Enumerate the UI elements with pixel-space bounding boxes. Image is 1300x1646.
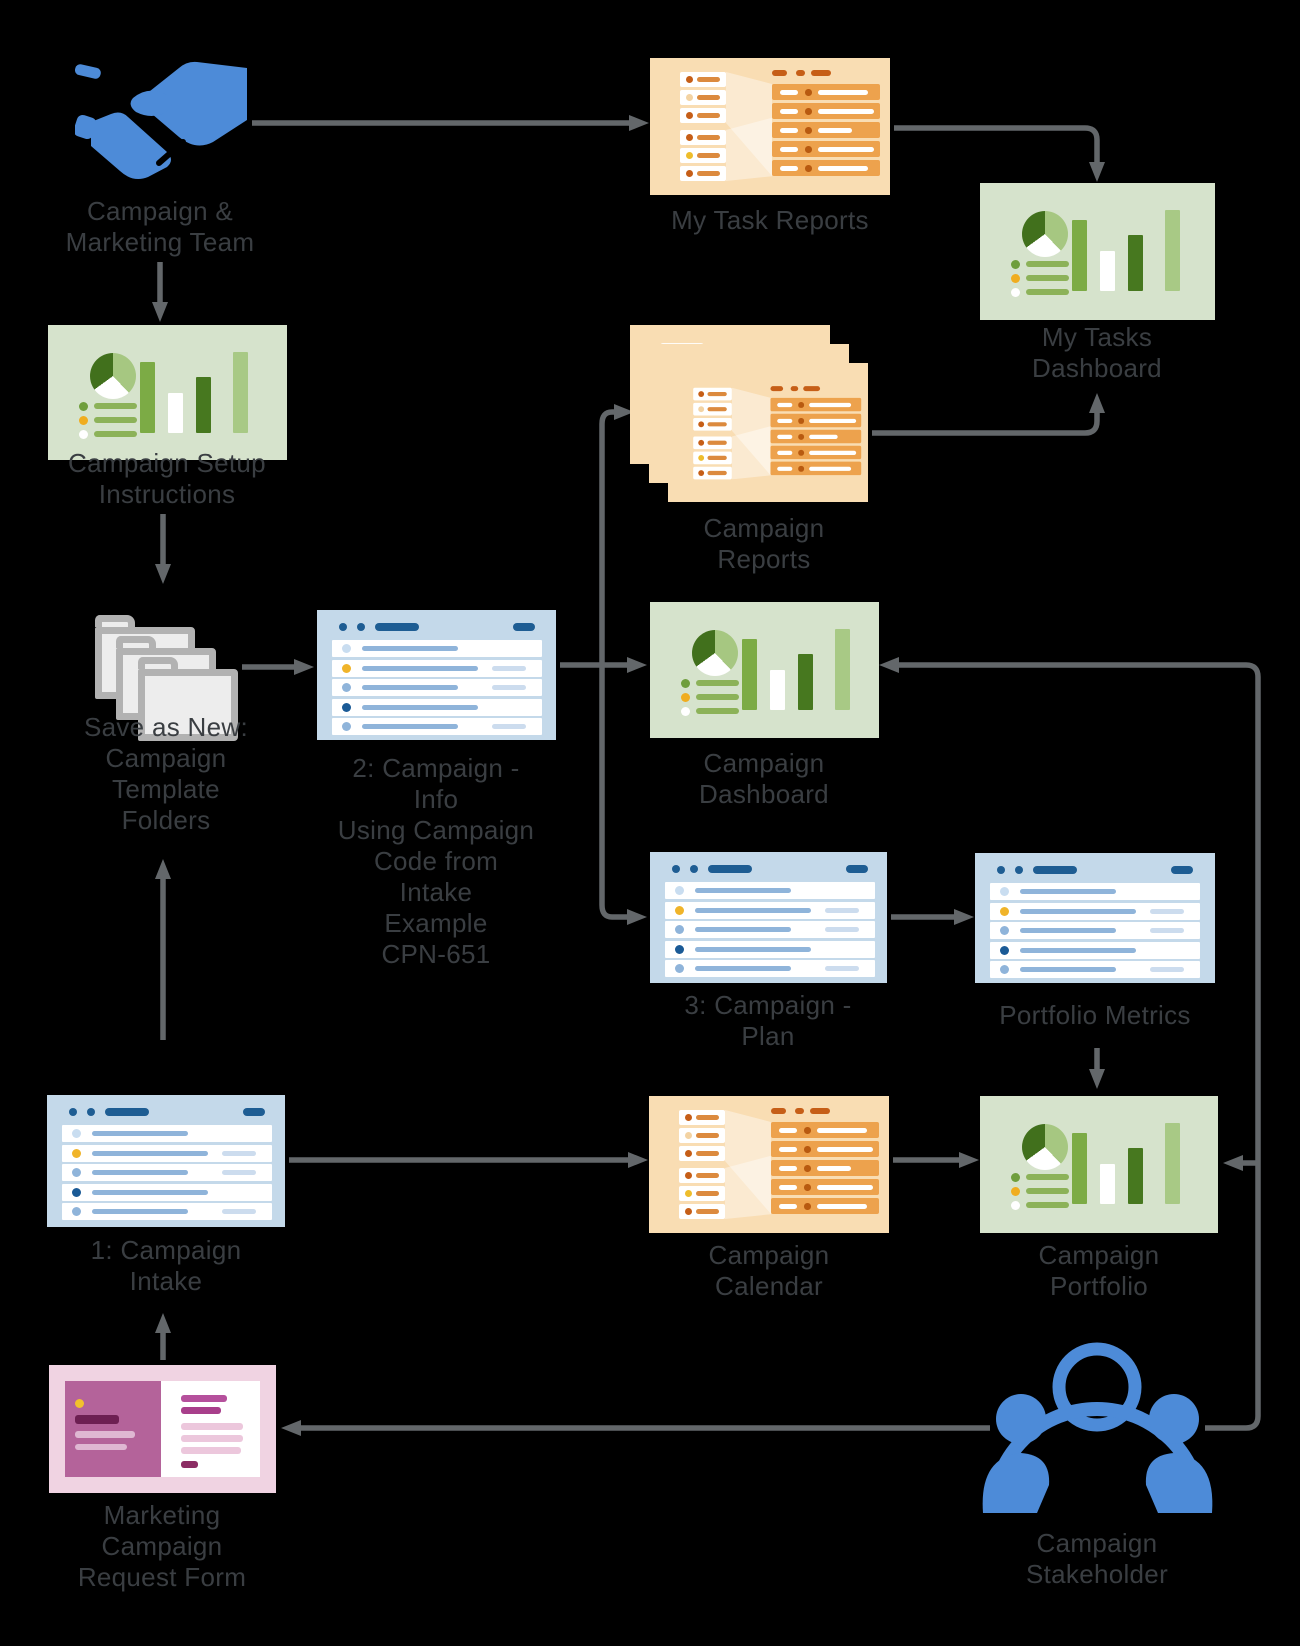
dashboard-graphic — [980, 183, 1215, 320]
form-graphic — [49, 1365, 276, 1493]
list-table-graphic — [975, 853, 1215, 983]
dashboard-graphic — [48, 325, 287, 460]
campaign-calendar-card — [649, 1096, 889, 1233]
form-lines-icon — [161, 1381, 260, 1477]
campaign-info-card — [317, 610, 556, 740]
request-form-label: Marketing Campaign Request Form — [77, 1500, 247, 1592]
campaign-info-label: 2: Campaign - Info Using Campaign Code f… — [337, 753, 535, 969]
bar-chart-icon — [1072, 220, 1087, 291]
list-table-graphic — [650, 852, 887, 983]
campaign-portfolio-card — [980, 1096, 1218, 1233]
list-table-graphic — [47, 1095, 285, 1227]
request-form-card — [49, 1365, 276, 1493]
bar-chart-icon — [1072, 1133, 1087, 1204]
arrow-reports-to-tasksdashboard — [872, 393, 1105, 436]
campaign-dashboard-label: Campaign Dashboard — [699, 748, 829, 809]
campaign-setup-card — [48, 325, 287, 460]
bar-chart-icon — [742, 639, 757, 710]
campaign-calendar-label: Campaign Calendar — [708, 1240, 830, 1301]
campaign-portfolio-label: Campaign Portfolio — [1038, 1240, 1160, 1301]
arrow-info-to-reports — [599, 404, 634, 665]
task-report-graphic — [668, 376, 870, 488]
pie-chart-icon — [1022, 211, 1068, 257]
my-tasks-dashboard-card — [980, 183, 1215, 320]
stack-card-front — [668, 363, 868, 502]
stakeholder-label: Campaign Stakeholder — [1025, 1528, 1169, 1589]
task-reports-label: My Task Reports — [671, 205, 869, 235]
folder-stack-icon — [95, 608, 245, 748]
campaign-reports-label: Campaign Reports — [703, 513, 825, 574]
campaign-reports-stack — [630, 325, 870, 503]
setup-label: Campaign Setup Instructions — [68, 448, 266, 509]
campaign-intake-card — [47, 1095, 285, 1227]
portfolio-metrics-label: Portfolio Metrics — [999, 1000, 1191, 1030]
campaign-plan-label: 3: Campaign - Plan — [684, 990, 852, 1051]
handshake-icon — [75, 61, 247, 179]
list-table-graphic — [317, 610, 556, 740]
campaign-dashboard-card — [650, 602, 879, 738]
tasks-dashboard-label: My Tasks Dashboard — [1032, 322, 1162, 383]
my-task-reports-card — [650, 58, 890, 195]
team-label: Campaign & Marketing Team — [65, 196, 255, 257]
arrow-info-to-plan — [599, 665, 647, 925]
pie-chart-icon — [90, 353, 136, 399]
folders-label: Save as New: Campaign Template Folders — [83, 712, 248, 835]
pie-chart-icon — [1022, 1124, 1068, 1170]
bar-chart-icon — [140, 362, 155, 433]
task-report-graphic — [649, 1096, 889, 1233]
campaign-plan-card — [650, 852, 887, 983]
form-panel-icon — [65, 1381, 161, 1477]
arrow-stakeholder-to-dashboard — [879, 657, 1261, 1431]
portfolio-metrics-card — [975, 853, 1215, 983]
task-report-graphic — [650, 58, 890, 195]
dashboard-graphic — [980, 1096, 1218, 1233]
pie-chart-icon — [692, 630, 738, 676]
arrow-taskreports-to-tasksdashboard — [894, 125, 1105, 182]
campaign-intake-label: 1: Campaign Intake — [90, 1235, 242, 1296]
people-icon — [982, 1342, 1213, 1514]
dashboard-graphic — [650, 602, 879, 738]
